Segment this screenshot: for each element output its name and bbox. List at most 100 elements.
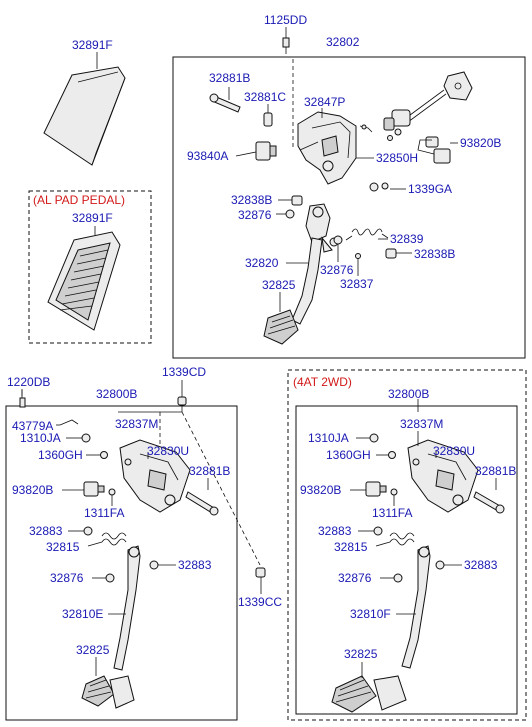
label-32837m-right: 32837M bbox=[400, 417, 443, 431]
label-32830u-right: 32830U bbox=[433, 444, 475, 458]
label-32876-1: 32876 bbox=[238, 208, 272, 222]
label-32876-2: 32876 bbox=[320, 263, 354, 277]
washer-32876-b bbox=[333, 235, 343, 245]
nut-32883-r1 bbox=[373, 526, 383, 536]
label-1339cc: 1339CC bbox=[238, 595, 282, 609]
nut-32838b-a bbox=[291, 195, 303, 206]
pushrod-plate-assembly bbox=[383, 71, 473, 141]
label-32883-left1: 32883 bbox=[29, 524, 63, 538]
stop-lamp-switch-93840a bbox=[255, 141, 277, 161]
label-32847p: 32847P bbox=[304, 95, 345, 109]
label-32881b-right: 32881B bbox=[475, 464, 516, 478]
dash-diag-1339cc bbox=[181, 411, 261, 566]
leader-32815-l bbox=[87, 541, 103, 547]
nut-1339ga bbox=[369, 182, 389, 192]
return-spring-32839 bbox=[345, 228, 389, 241]
label-32815-left: 32815 bbox=[46, 540, 80, 554]
label-32891f-al: 32891F bbox=[72, 211, 113, 225]
nut-32883-l1 bbox=[83, 526, 93, 536]
brake-pedal-pad-32825 bbox=[263, 309, 299, 345]
label-32838b-2: 32838B bbox=[414, 247, 455, 261]
label-32810e: 32810E bbox=[62, 607, 103, 621]
bracket-32830u-r bbox=[407, 439, 479, 513]
nut-1360gh-l bbox=[100, 451, 108, 459]
label-32881b-left: 32881B bbox=[189, 464, 230, 478]
label-32837m-left: 32837M bbox=[115, 417, 158, 431]
sensor-93820b-top bbox=[417, 136, 451, 164]
label-1125dd: 1125DD bbox=[264, 13, 307, 27]
bolt-1339cc bbox=[255, 567, 266, 578]
accelerator-pad-32825-l bbox=[81, 675, 135, 709]
brake-pedal-assembly-frame bbox=[172, 56, 526, 359]
bolt-1311fa-r bbox=[390, 488, 398, 496]
clip-43779a bbox=[59, 419, 79, 426]
nut-1310ja-l bbox=[81, 433, 91, 443]
bolt-1125dd bbox=[282, 37, 290, 54]
clip-32847p bbox=[359, 124, 373, 133]
pin-32881b-l bbox=[185, 491, 219, 516]
washer-32876-l bbox=[105, 573, 115, 583]
bolt-1220db bbox=[19, 390, 26, 408]
label-32830u-left: 32830U bbox=[147, 444, 189, 458]
nut-1360gh-r bbox=[388, 451, 396, 459]
label-32815-right: 32815 bbox=[334, 540, 368, 554]
accelerator-arm-32810f bbox=[401, 545, 431, 669]
4at-2wd-frame bbox=[287, 369, 527, 721]
label-32881c: 32881C bbox=[244, 90, 286, 104]
label-93820b-top: 93820B bbox=[460, 136, 501, 150]
nut-32883-l2 bbox=[149, 560, 159, 570]
nut-32883-r2 bbox=[435, 560, 445, 570]
washer-32876-a bbox=[285, 209, 295, 219]
label-32800b-right: 32800B bbox=[388, 387, 429, 401]
bushing-32881c bbox=[263, 112, 273, 127]
al-pad-pedal bbox=[47, 231, 121, 331]
bolt-1339cd bbox=[177, 396, 187, 406]
al-pad-pedal-frame bbox=[28, 190, 152, 344]
label-32838b-1: 32838B bbox=[231, 193, 272, 207]
label-32883-right2: 32883 bbox=[464, 558, 498, 572]
sensor-93820b-l bbox=[83, 481, 105, 497]
label-32883-left2: 32883 bbox=[178, 558, 212, 572]
washer-32876-r bbox=[393, 573, 403, 583]
label-32825-top: 32825 bbox=[262, 278, 296, 292]
pedal-bracket-32850h bbox=[297, 111, 357, 185]
label-1311fa-left: 1311FA bbox=[84, 506, 124, 520]
label-32820: 32820 bbox=[245, 256, 279, 270]
label-32881b-top: 32881B bbox=[209, 71, 250, 85]
accelerator-pedal-frame-right bbox=[295, 405, 518, 715]
label-1310ja-left: 1310JA bbox=[20, 431, 61, 445]
nut-32838b-b bbox=[385, 248, 397, 259]
pin-32881b bbox=[209, 93, 241, 113]
label-1360gh-left: 1360GH bbox=[38, 448, 83, 462]
label-32891f-top: 32891F bbox=[72, 38, 113, 52]
label-32876-right: 32876 bbox=[338, 571, 372, 585]
spring-32815-l bbox=[101, 532, 127, 546]
accelerator-arm-32810e bbox=[113, 545, 141, 671]
label-32800b-left: 32800B bbox=[96, 387, 137, 401]
accelerator-pad-32825-r bbox=[331, 675, 407, 713]
clip-32837 bbox=[355, 253, 361, 266]
label-43779a: 43779A bbox=[12, 419, 53, 433]
label-1311fa-right: 1311FA bbox=[372, 506, 412, 520]
bolt-1311fa-l bbox=[108, 488, 116, 496]
label-1220db: 1220DB bbox=[7, 375, 50, 389]
label-32837: 32837 bbox=[340, 277, 374, 291]
pin-32881b-r bbox=[473, 491, 505, 514]
label-32850h: 32850H bbox=[376, 151, 418, 165]
label-1310ja-right: 1310JA bbox=[308, 431, 349, 445]
label-32883-right1: 32883 bbox=[318, 524, 352, 538]
label-32839: 32839 bbox=[390, 232, 424, 246]
label-32825-right: 32825 bbox=[344, 647, 378, 661]
sensor-93820b-r bbox=[365, 481, 387, 497]
nut-1310ja-r bbox=[369, 433, 379, 443]
al-pad-pedal-title: (AL PAD PEDAL) bbox=[33, 193, 125, 207]
label-93820b-left: 93820B bbox=[12, 483, 53, 497]
label-1360gh-right: 1360GH bbox=[326, 448, 371, 462]
label-32825-left: 32825 bbox=[76, 643, 110, 657]
leader-93840a bbox=[235, 151, 257, 157]
label-93840a: 93840A bbox=[187, 149, 228, 163]
label-32810f: 32810F bbox=[350, 607, 391, 621]
label-32876-left: 32876 bbox=[50, 571, 84, 585]
label-1339ga: 1339GA bbox=[408, 182, 452, 196]
